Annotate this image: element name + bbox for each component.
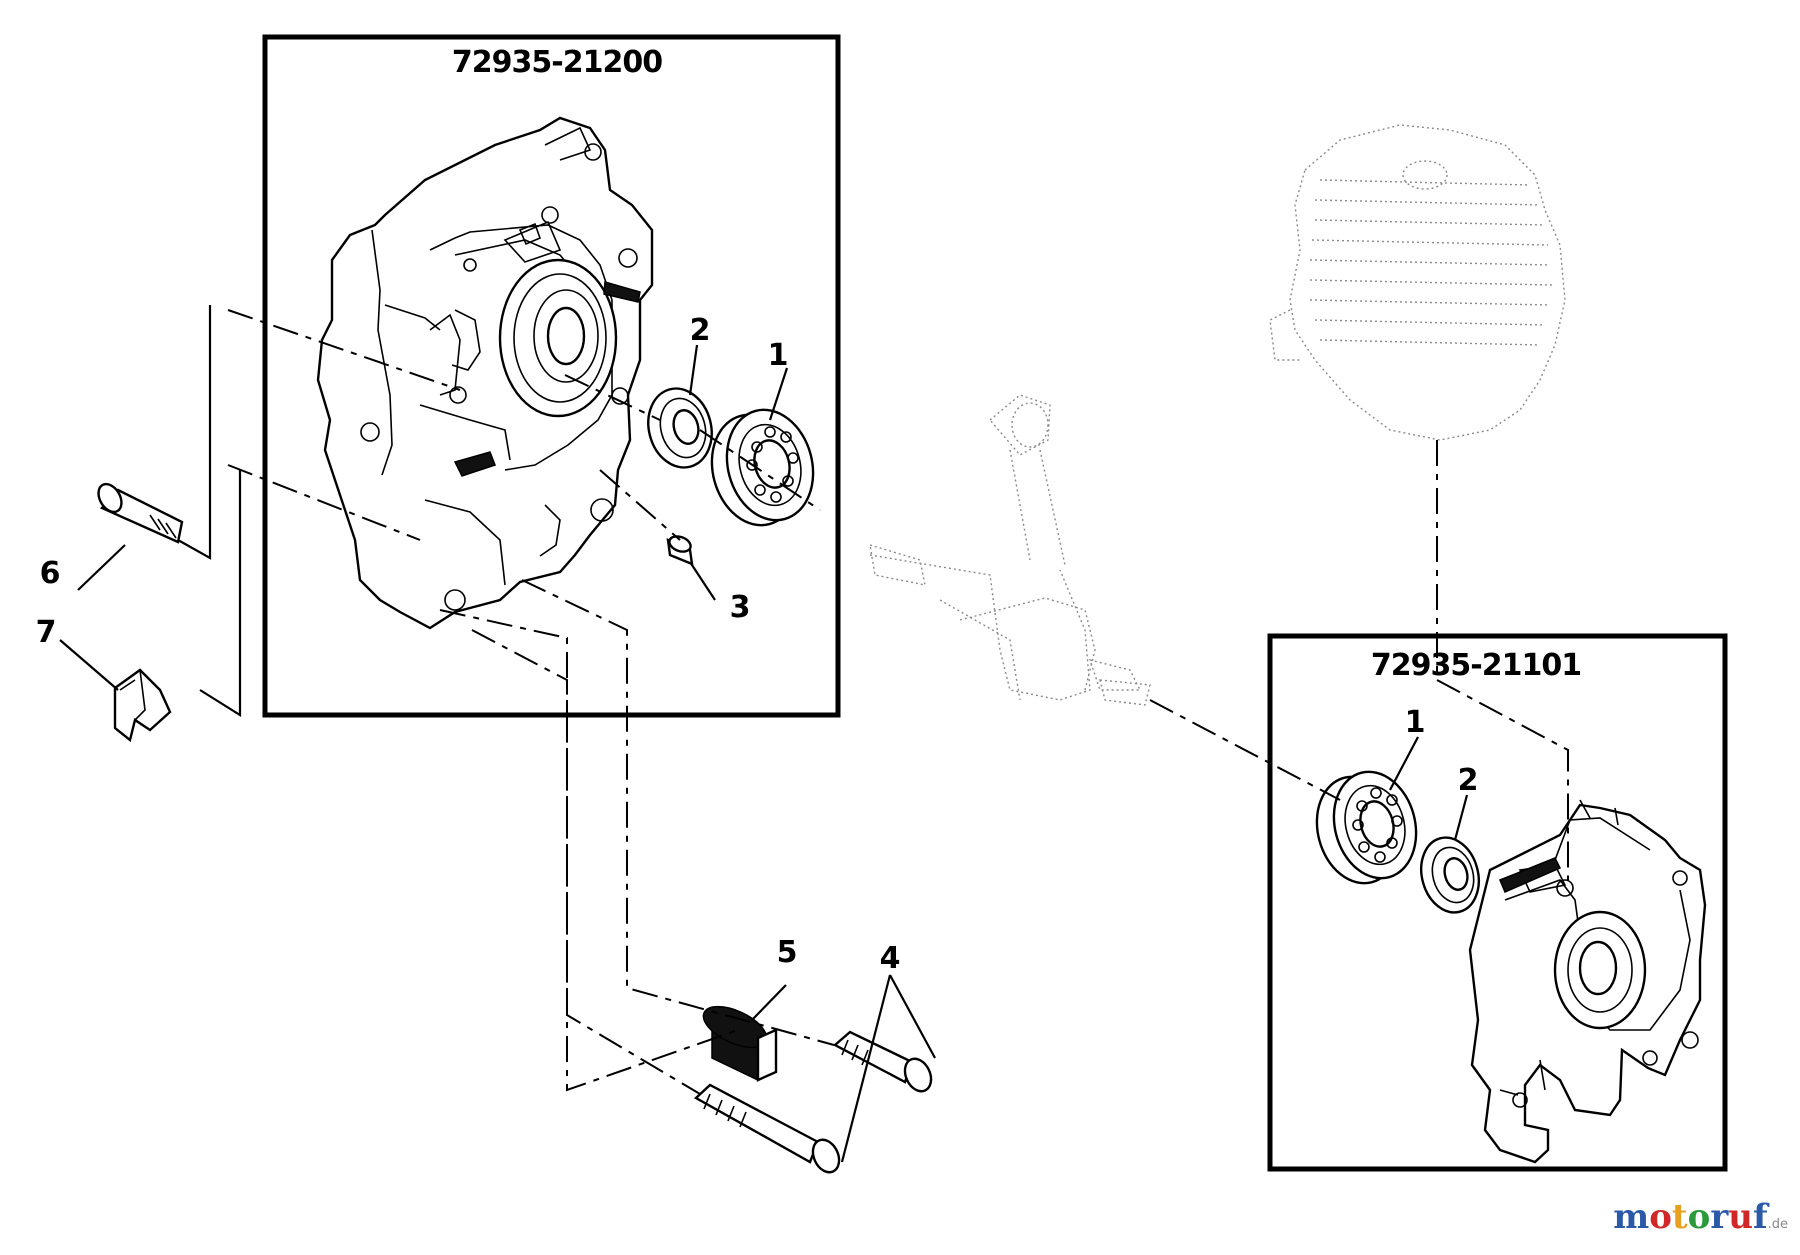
watermark-logo: motoruf.de <box>1613 1197 1788 1237</box>
oil-seal-right <box>1420 836 1480 914</box>
callout-bolt: 6 <box>40 556 61 591</box>
watermark-letter: o <box>1687 1197 1711 1237</box>
callout-screws: 4 <box>880 941 901 976</box>
watermark-letter: r <box>1710 1197 1729 1237</box>
group-title-right: 72935-21101 <box>1371 648 1581 683</box>
callout-left-seal: 2 <box>690 313 711 348</box>
watermark-letter: f <box>1752 1197 1768 1237</box>
crankshaft <box>869 394 1151 706</box>
crankcase-half-right <box>1468 799 1707 1164</box>
oil-seal-left <box>647 387 713 469</box>
callout-right-bearing: 1 <box>1405 705 1426 740</box>
bolt <box>97 482 184 544</box>
group-box-left <box>262 34 841 718</box>
callout-spacer: 5 <box>777 935 798 970</box>
dowel-pin <box>666 535 694 566</box>
watermark-letter: t <box>1671 1197 1688 1237</box>
spacer-sleeve <box>702 1005 778 1082</box>
watermark-letter: o <box>1649 1197 1672 1237</box>
watermark-letter: m <box>1613 1197 1650 1237</box>
callout-clip: 7 <box>36 615 57 650</box>
callout-left-bearing: 1 <box>768 338 789 373</box>
watermark-letters: motoruf <box>1613 1197 1767 1237</box>
callout-dowel-pin: 3 <box>730 590 751 625</box>
crankcase-half-left <box>316 116 654 630</box>
callout-right-seal: 2 <box>1458 763 1479 798</box>
ball-bearing-right <box>1315 770 1418 885</box>
assembly-lines <box>59 305 1569 1163</box>
group-title-left: 72935-21200 <box>452 45 662 80</box>
group-box-right <box>1267 633 1728 1172</box>
watermark-letter: u <box>1728 1197 1753 1237</box>
cylinder <box>1269 124 1566 441</box>
ball-bearing-left <box>710 408 815 527</box>
screw-upper <box>832 1030 933 1093</box>
retaining-clip <box>113 668 172 743</box>
screw-lower <box>693 1083 841 1174</box>
watermark-suffix: .de <box>1767 1217 1788 1232</box>
